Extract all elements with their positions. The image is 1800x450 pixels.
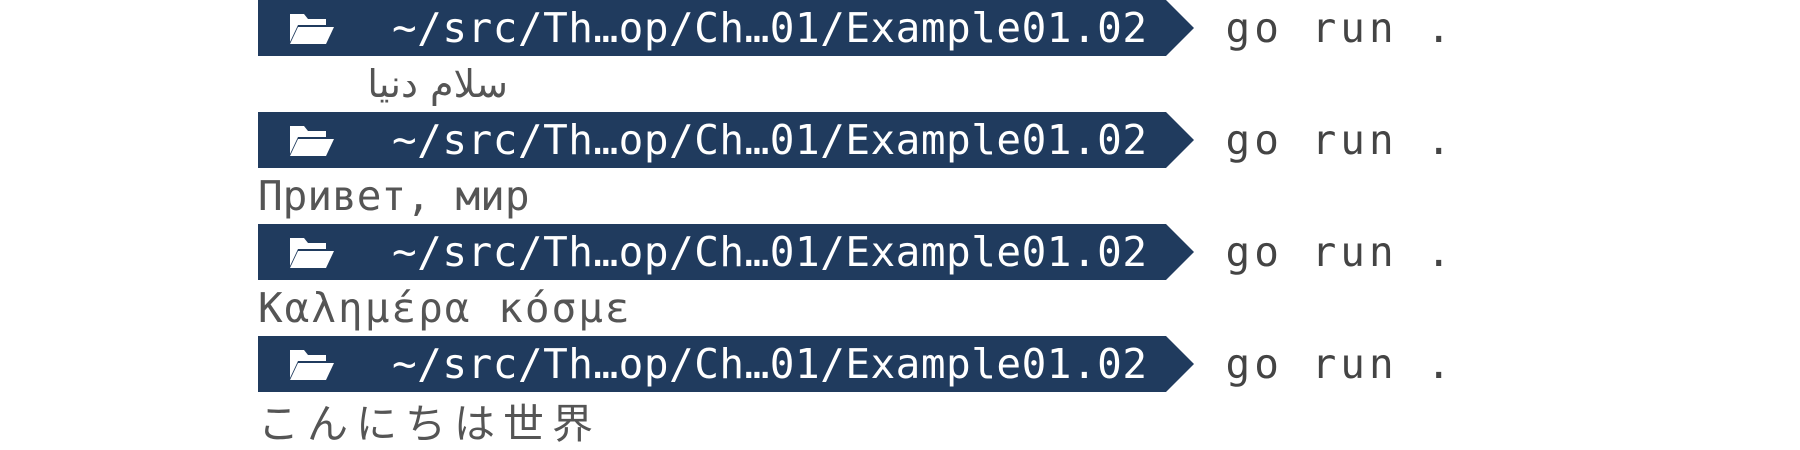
command-text: go run .: [1225, 4, 1456, 52]
prompt-line: ~/src/Th…op/Ch…01/Example01.02 go run .: [258, 0, 1455, 56]
path-text: ~/src/Th…op/Ch…01/Example01.02: [392, 4, 1148, 52]
path-segment: ~/src/Th…op/Ch…01/Example01.02: [258, 112, 1194, 168]
prompt-line: ~/src/Th…op/Ch…01/Example01.02 go run .: [258, 112, 1455, 168]
folder-open-icon: [290, 350, 334, 380]
folder-open-icon: [290, 126, 334, 156]
output-text: Καλημέρα κόσμε: [258, 284, 632, 332]
path-segment: ~/src/Th…op/Ch…01/Example01.02: [258, 336, 1194, 392]
output-text: こんにちは世界: [258, 400, 601, 448]
folder-open-icon: [290, 238, 334, 268]
path-text: ~/src/Th…op/Ch…01/Example01.02: [392, 116, 1148, 164]
prompt-line: ~/src/Th…op/Ch…01/Example01.02 go run .: [258, 224, 1455, 280]
command-text: go run .: [1225, 340, 1456, 388]
command-text: go run .: [1225, 116, 1456, 164]
terminal-window: ~/src/Th…op/Ch…01/Example01.02 go run . …: [258, 0, 1658, 448]
path-segment: ~/src/Th…op/Ch…01/Example01.02: [258, 224, 1194, 280]
output-text: سلام دنیا: [367, 62, 508, 106]
output-text: Привет, мир: [258, 172, 530, 220]
path-segment: ~/src/Th…op/Ch…01/Example01.02: [258, 0, 1194, 56]
command-text: go run .: [1225, 228, 1456, 276]
prompt-line: ~/src/Th…op/Ch…01/Example01.02 go run .: [258, 336, 1455, 392]
path-text: ~/src/Th…op/Ch…01/Example01.02: [392, 340, 1148, 388]
folder-open-icon: [290, 14, 334, 44]
path-text: ~/src/Th…op/Ch…01/Example01.02: [392, 228, 1148, 276]
